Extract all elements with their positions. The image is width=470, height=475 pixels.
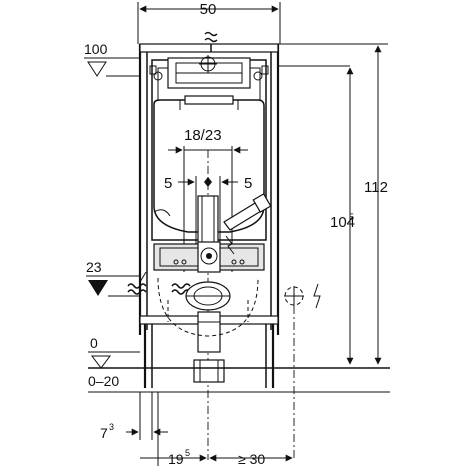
dimension-bottom-left: 7 3	[100, 392, 168, 441]
drain-outlet	[185, 281, 231, 383]
level-0: 0 0–20	[88, 335, 390, 393]
cistern	[149, 57, 269, 241]
dimension-width-top: 50	[137, 1, 281, 44]
bottom-right-label: ≥ 30	[238, 451, 265, 467]
dimension-height-total: 112	[278, 43, 388, 365]
bottom-left-label: 7	[100, 425, 108, 441]
level-0-label: 0	[90, 335, 98, 351]
offset-right-label: 5	[244, 175, 252, 192]
level-100: 100	[84, 41, 350, 77]
range-0-20-label: 0–20	[88, 373, 119, 389]
width-top-label: 50	[200, 1, 217, 18]
bottom-center-label: 19	[168, 451, 184, 467]
wc-bowl-outline	[157, 277, 259, 337]
dimension-bottom-center: 19 5	[140, 392, 207, 467]
height-inner-sup: 5	[349, 212, 354, 222]
bottom-left-sup: 3	[109, 422, 114, 432]
height-inner-label: 104	[330, 214, 355, 231]
height-total-label: 112	[364, 179, 388, 196]
flush-pipe	[153, 193, 272, 247]
level-23: 23	[86, 259, 140, 297]
dimension-height-inner: 104 5	[330, 67, 355, 365]
spacing-center-label: 18/23	[184, 127, 222, 144]
offset-left-label: 5	[164, 175, 172, 192]
water-supply-icon	[199, 31, 218, 73]
bottom-center-sup: 5	[185, 448, 190, 458]
water-supply-icon	[127, 271, 191, 295]
level-23-label: 23	[86, 259, 102, 275]
wc-bowl-sides	[167, 300, 249, 322]
dimension-bottom-right: ≥ 30	[209, 451, 293, 467]
electrical-connection-icon	[284, 283, 321, 460]
level-100-label: 100	[84, 41, 108, 57]
mounting-plate	[153, 235, 265, 273]
